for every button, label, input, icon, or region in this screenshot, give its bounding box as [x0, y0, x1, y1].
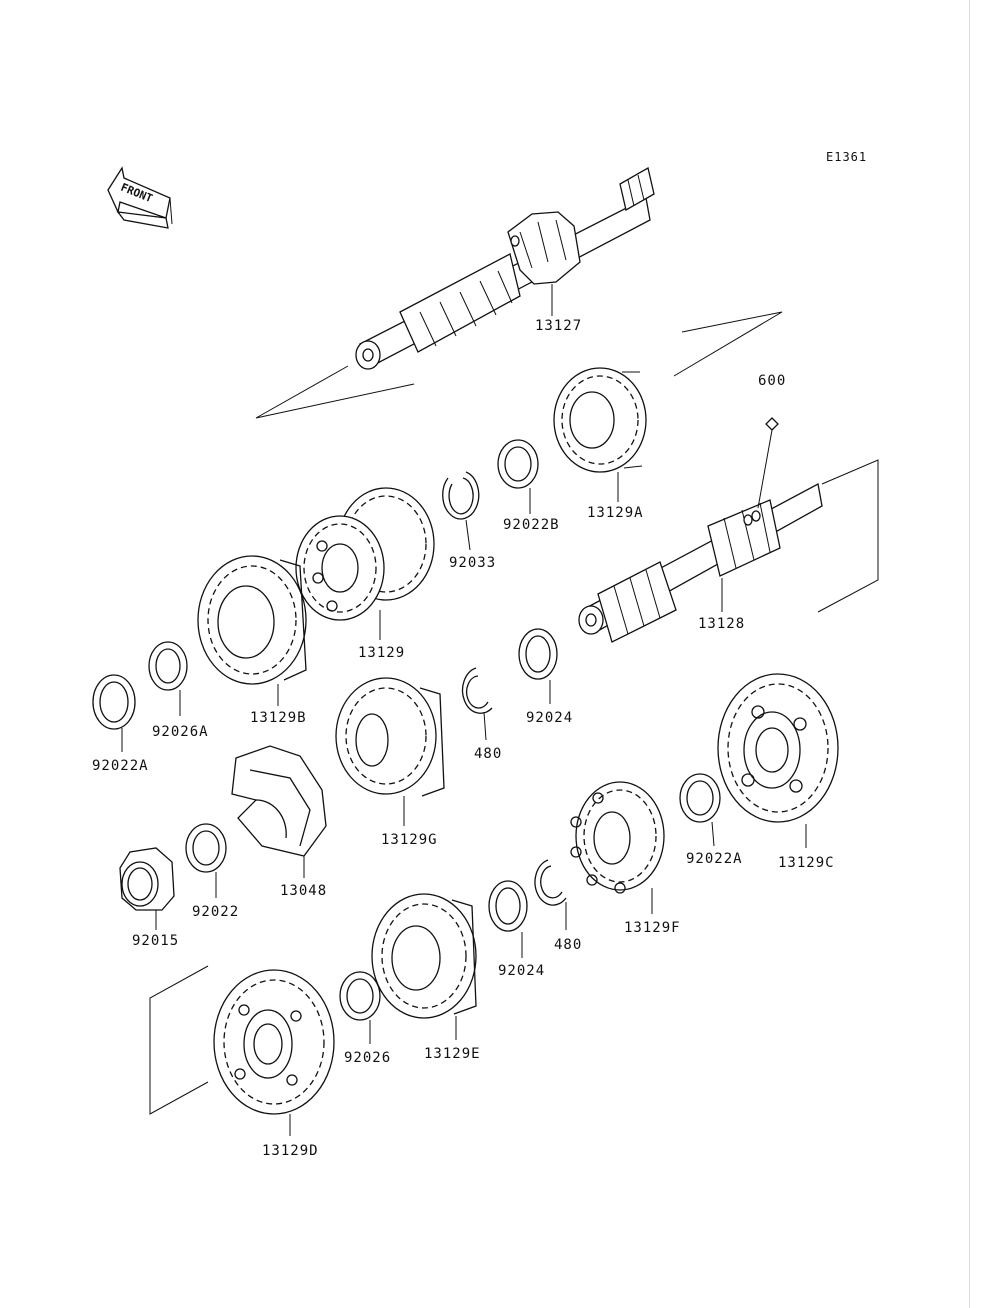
gear-13129E	[371, 893, 477, 1019]
leader-480-upper	[483, 711, 487, 741]
washer-92022B	[497, 439, 539, 489]
label-600: 600	[758, 373, 786, 389]
washer-92026	[339, 971, 381, 1021]
gear-13129G	[335, 677, 445, 797]
ball-600	[765, 417, 779, 431]
label-13128: 13128	[698, 616, 745, 632]
label-92026A: 92026A	[152, 724, 209, 740]
guide-line-left	[255, 365, 415, 419]
label-13129: 13129	[358, 645, 405, 661]
guide-line-right	[673, 311, 783, 377]
leader-92033	[465, 519, 471, 551]
collar-13048	[231, 745, 327, 857]
circlip-480-upper	[461, 667, 493, 714]
gear-13129	[295, 487, 435, 621]
label-92015: 92015	[132, 933, 179, 949]
circlip-480-lower	[534, 859, 567, 906]
washer-92024-upper	[518, 628, 558, 680]
page-edge-line	[969, 0, 970, 1308]
front-direction-arrow: FRONT	[107, 166, 173, 229]
label-92024-upper: 92024	[526, 710, 573, 726]
gear-13129B	[197, 555, 307, 685]
washer-92022A-right	[679, 773, 721, 823]
washer-92024-lower	[488, 880, 528, 932]
label-13129G: 13129G	[381, 832, 438, 848]
label-92026: 92026	[344, 1050, 391, 1066]
nut-92015	[119, 847, 175, 911]
label-13129B: 13129B	[250, 710, 307, 726]
label-480-lower: 480	[554, 937, 582, 953]
washer-92022	[185, 823, 227, 873]
output-shaft-bracket	[817, 459, 879, 613]
label-92024-lower: 92024	[498, 963, 545, 979]
label-92022A-left: 92022A	[92, 758, 149, 774]
label-92033: 92033	[449, 555, 496, 571]
circlip-92033	[442, 471, 480, 520]
leader-600	[757, 429, 773, 509]
label-92022: 92022	[192, 904, 239, 920]
front-arrow-label: FRONT	[119, 181, 155, 206]
label-92022B: 92022B	[503, 517, 560, 533]
diagram-ref-code: E1361	[826, 150, 867, 164]
label-480-upper: 480	[474, 746, 502, 762]
label-13129F: 13129F	[624, 920, 681, 936]
gear-13129F	[570, 781, 665, 894]
gear-13129C	[717, 673, 839, 823]
bracket-13129D	[149, 965, 209, 1115]
label-13048: 13048	[280, 883, 327, 899]
leader-92022A-right	[711, 821, 715, 847]
washer-92022A-left	[92, 674, 136, 730]
label-92022A-right: 92022A	[686, 851, 743, 867]
label-13129C: 13129C	[778, 855, 835, 871]
output-shaft-13128	[578, 483, 823, 643]
label-13129D: 13129D	[262, 1143, 319, 1159]
label-13127: 13127	[535, 318, 582, 334]
label-13129A: 13129A	[587, 505, 644, 521]
gear-13129D	[213, 969, 335, 1115]
input-shaft-13127	[355, 167, 655, 370]
label-13129E: 13129E	[424, 1046, 481, 1062]
gear-13129A	[553, 367, 647, 473]
washer-92026A	[148, 641, 188, 691]
